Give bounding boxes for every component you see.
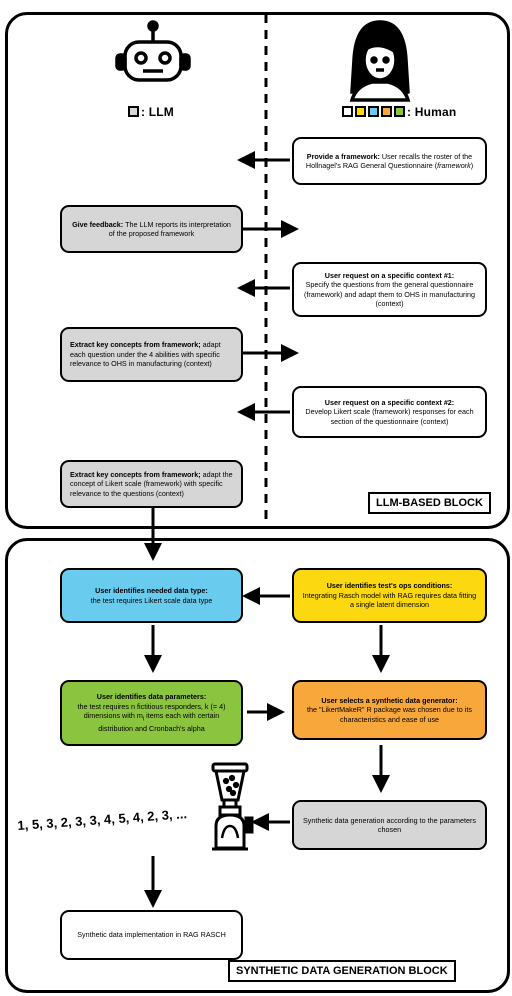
node-text: the "LikertMakeR" R package was chosen d… <box>307 705 472 724</box>
robot-icon <box>115 20 191 82</box>
node-text: adapt each question under the 4 abilitie… <box>70 340 221 369</box>
node-bold-label: Provide a framework: <box>306 151 380 161</box>
node-bold-label: User identifies test's ops conditions: <box>326 581 453 591</box>
node-provide-framework: Provide a framework: User recalls the ro… <box>292 137 487 185</box>
node-extract-key-concepts-2: Extract key concepts from framework; ada… <box>60 460 243 508</box>
llm-based-block <box>5 12 510 529</box>
node-bold-label: Extract key concepts from framework; <box>70 469 201 479</box>
node-synthetic-data-implementation: Synthetic data implementation in RAG RAS… <box>60 910 243 960</box>
data-generator-machine-icon <box>211 762 254 851</box>
human-color-swatch-white <box>342 106 353 117</box>
node-bold-label: Give feedback: <box>72 219 124 229</box>
node-text: Synthetic data implementation in RAG RAS… <box>77 930 226 940</box>
llm-label: : LLM <box>141 105 174 119</box>
node-text: the test requires n fictitious responder… <box>77 701 226 721</box>
node-bold-label: User request on a specific context #1: <box>324 270 455 280</box>
node-user-request-2: User request on a specific context #2:De… <box>292 386 487 438</box>
synthetic-data-generation-block <box>5 538 510 993</box>
llm-block-title: LLM-BASED BLOCK <box>368 492 491 514</box>
human-color-swatch-yellow <box>355 106 366 117</box>
node-subscript: i <box>142 716 145 723</box>
human-label: : Human <box>407 105 457 119</box>
node-extract-key-concepts-1: Extract key concepts from framework; ada… <box>60 327 243 382</box>
node-synthetic-data-generator: User selects a synthetic data generator:… <box>292 680 487 740</box>
llm-color-swatch <box>128 106 139 117</box>
human-color-swatch-green <box>394 106 405 117</box>
node-data-parameters: User identifies data parameters:the test… <box>60 680 243 746</box>
human-color-swatch-orange <box>381 106 392 117</box>
node-bold-label: User selects a synthetic data generator: <box>321 695 458 705</box>
person-icon <box>349 20 411 102</box>
node-text: Develop Likert scale (framework) respons… <box>305 407 474 426</box>
node-bold-label: User identifies needed data type: <box>95 586 208 596</box>
node-text-tail: items each with certain distribution and… <box>98 711 220 734</box>
node-text-tail: ) <box>470 161 474 170</box>
node-give-feedback: Give feedback: The LLM reports its inter… <box>60 205 243 253</box>
node-text: adapt the concept of Likert scale (frame… <box>70 469 233 498</box>
node-bold-label: User identifies data parameters: <box>96 692 207 702</box>
llm-column-header: : LLM <box>128 105 174 119</box>
human-color-swatch-blue <box>368 106 379 117</box>
node-bold-label: Extract key concepts from framework; <box>70 340 201 350</box>
node-bold-label: User request on a specific context #2: <box>324 397 455 407</box>
node-text: User recalls the roster of the Hollnagel… <box>305 151 473 170</box>
node-text: Integrating Rasch model with RAG require… <box>302 590 477 610</box>
node-user-request-1: User request on a specific context #1:Sp… <box>292 262 487 317</box>
node-italic-text: framework <box>437 161 471 170</box>
node-ops-conditions: User identifies test's ops conditions:In… <box>292 568 487 623</box>
human-column-header: : Human <box>342 105 456 119</box>
node-text: Synthetic data generation according to t… <box>302 815 476 834</box>
node-text: the test requires Likert scale data type <box>90 595 213 605</box>
node-needed-data-type: User identifies needed data type:the tes… <box>60 568 243 623</box>
node-synthetic-data-generation: Synthetic data generation according to t… <box>292 800 487 850</box>
synthetic-block-title: SYNTHETIC DATA GENERATION BLOCK <box>228 960 456 982</box>
node-text: The LLM reports its interpretation of th… <box>108 219 231 238</box>
node-text: Specify the questions from the general q… <box>304 280 475 308</box>
